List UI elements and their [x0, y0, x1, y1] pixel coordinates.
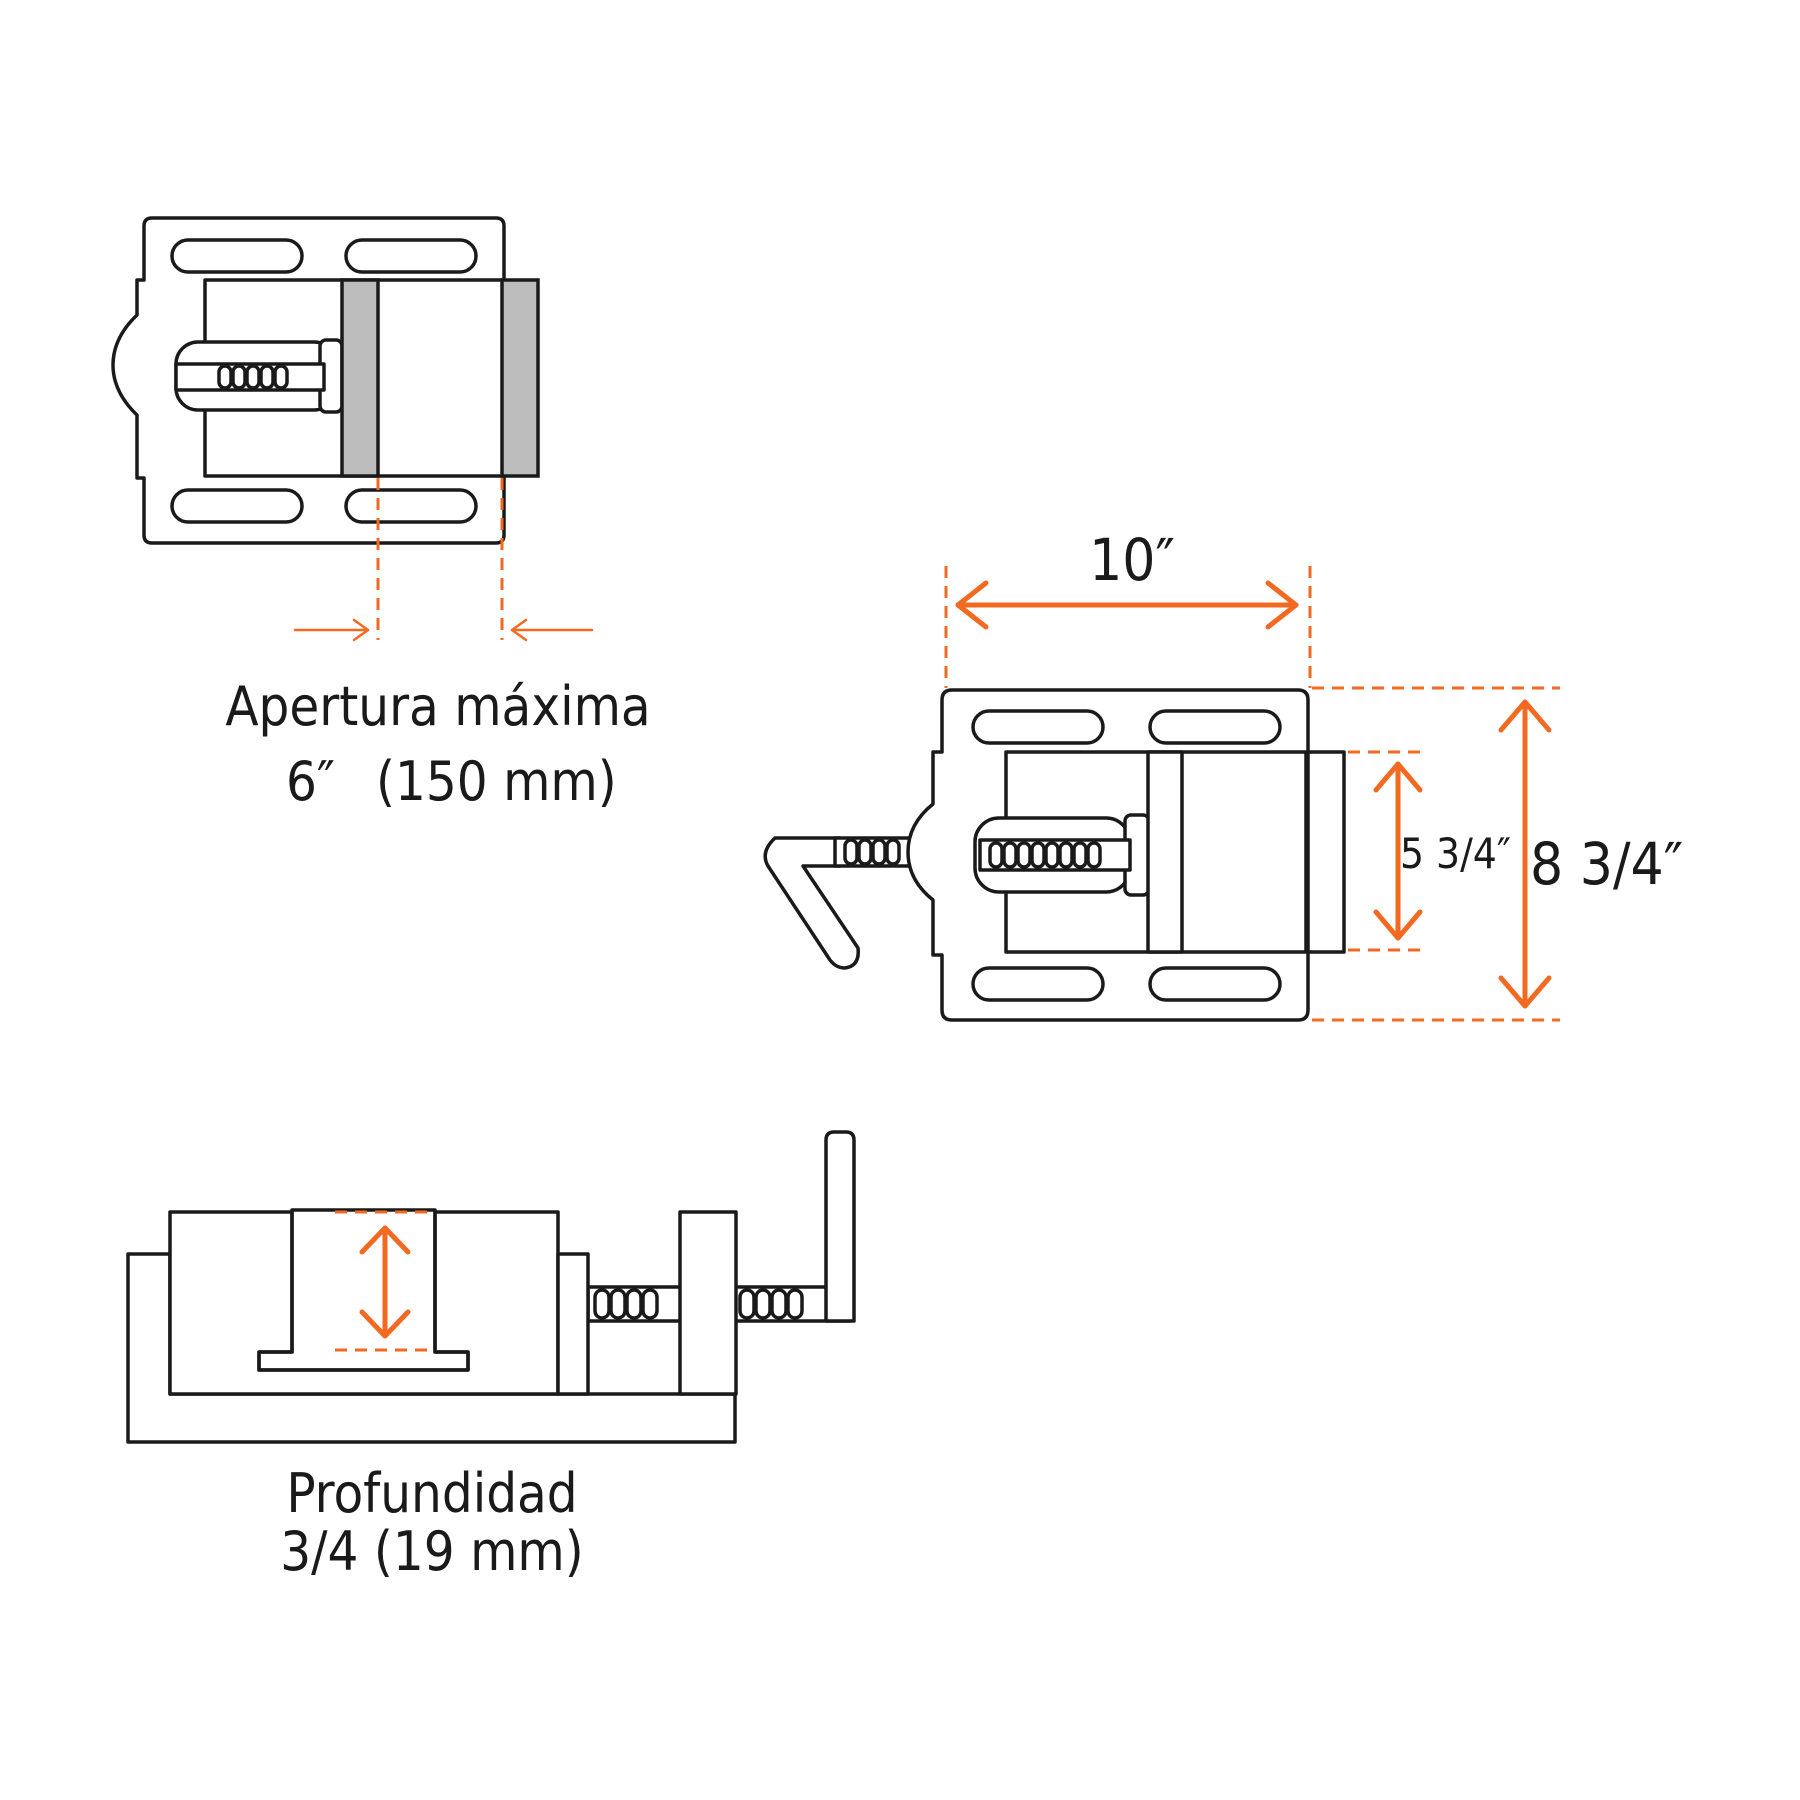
opening-arrow-right [510, 618, 594, 642]
screw-thread [217, 364, 289, 390]
moving-jaw [340, 278, 380, 478]
slot [971, 709, 1105, 745]
side-view-depth: Profundidad 3/4 (19 mm) [126, 1130, 856, 1583]
length-value: 10″ [1089, 526, 1175, 594]
jaw-width-arrow [1373, 761, 1423, 941]
overall-width-arrow [1498, 699, 1552, 1009]
slot [170, 238, 304, 274]
top-view-dimensions: 10″ 5 3/4″ 8 3/4″ [763, 526, 1683, 1022]
slot [344, 488, 478, 524]
overall-width-value: 8 3/4″ [1530, 830, 1683, 898]
opening-title: Apertura máxima [225, 675, 650, 738]
fixed-jaw [1306, 750, 1346, 954]
jaw-gap-outline [257, 1210, 470, 1372]
handle-thread [843, 838, 901, 866]
moving-block-side [556, 1252, 590, 1396]
length-arrow [955, 580, 1299, 630]
screw-thread [988, 841, 1102, 869]
fixed-jaw [500, 278, 540, 478]
opening-mm-value: (150 mm) [376, 750, 617, 813]
slot [971, 966, 1105, 1002]
slot [170, 488, 304, 524]
fixed-block-side [678, 1210, 738, 1396]
slot [1148, 966, 1282, 1002]
opening-inch-value: 6″ [286, 750, 335, 813]
moving-jaw [1146, 750, 1184, 954]
slot [344, 238, 478, 274]
handle-side [824, 1130, 856, 1323]
opening-arrow-left [293, 618, 370, 642]
handle-lever [763, 836, 860, 970]
depth-title: Profundidad [286, 1462, 577, 1525]
top-view-opening: Apertura máxima 6″ (150 mm) [111, 216, 651, 813]
depth-value: 3/4 (19 mm) [280, 1520, 583, 1583]
depth-arrow [359, 1225, 411, 1339]
jaw-width-value: 5 3/4″ [1400, 829, 1511, 878]
screw-thread-side [593, 1288, 804, 1320]
slot [1148, 709, 1282, 745]
